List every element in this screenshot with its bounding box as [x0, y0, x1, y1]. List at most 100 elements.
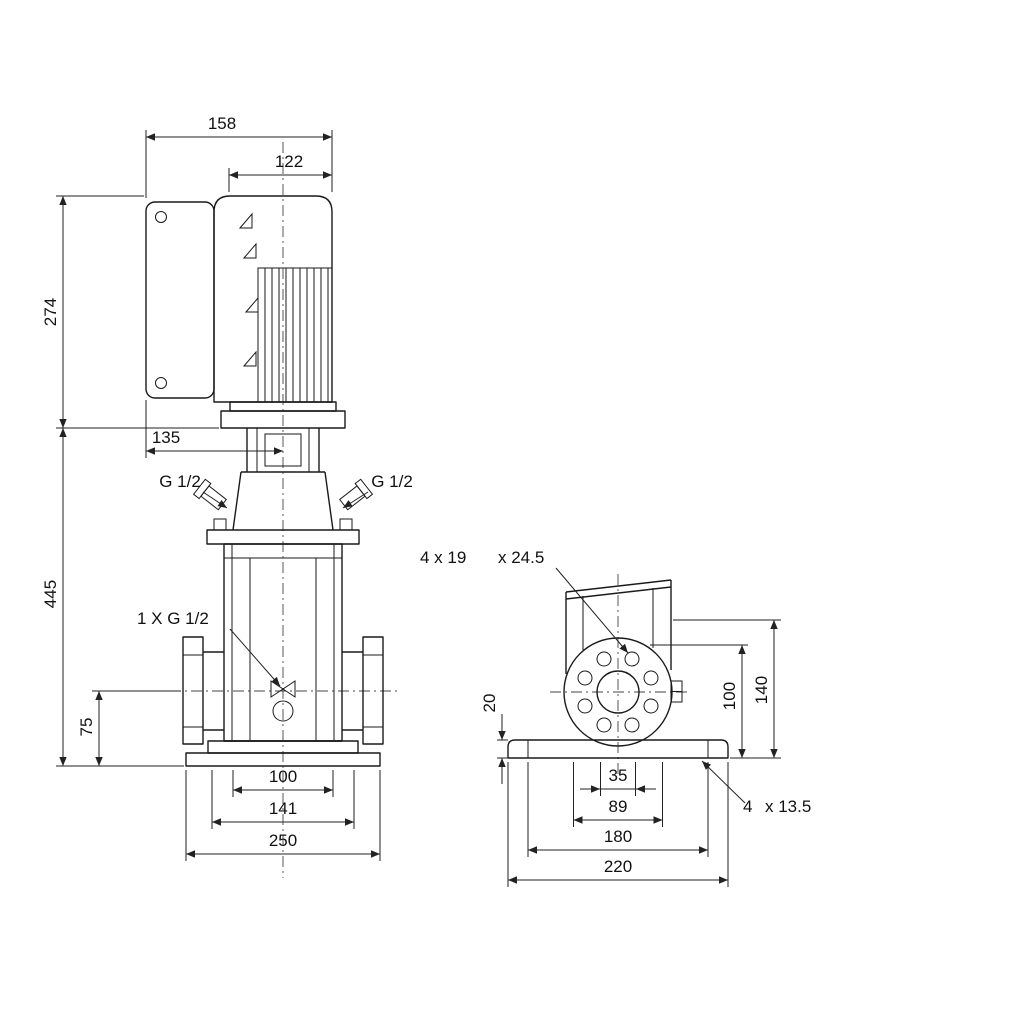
bolt-hole	[596, 717, 612, 733]
dim-label-75: 75	[77, 718, 96, 737]
column-inner-lines	[582, 588, 654, 650]
dim-220: 220	[507, 762, 729, 887]
dim-label-140: 140	[752, 676, 771, 704]
column-break-cut	[565, 579, 672, 600]
flange-plate	[220, 410, 346, 429]
bolt-hole	[624, 717, 640, 733]
side-dimensions: 4 x 19 x 24.5 20 100 140	[420, 548, 811, 887]
fill-port-plug-right	[338, 478, 374, 511]
dim-140: 140	[673, 619, 781, 758]
motor-flange	[220, 401, 346, 429]
control-box-outline	[145, 201, 215, 399]
leader-port-left	[202, 491, 228, 509]
bolt-right	[339, 518, 353, 531]
screw-icon	[155, 211, 167, 223]
bolt-hole	[596, 651, 612, 667]
base-side	[507, 739, 729, 759]
dim-89: 89	[573, 762, 663, 827]
staybolts	[231, 544, 335, 741]
flange-holes-count-label: 4 x 19	[420, 548, 466, 567]
dim-20: 20	[480, 694, 508, 784]
dim-label-141: 141	[269, 799, 297, 818]
flange-holes-callout: 4 x 19 x 24.5	[420, 548, 629, 654]
dim-label-89: 89	[609, 797, 628, 816]
dim-label-20: 20	[480, 694, 499, 713]
dim-100-front: 100	[232, 767, 334, 797]
port-right-label: G 1/2	[371, 472, 413, 491]
dim-75: 75	[77, 690, 181, 766]
pipe-left	[203, 651, 224, 731]
dim-label-100-front: 100	[269, 767, 297, 786]
dim-label-180: 180	[604, 827, 632, 846]
flange-holes-depth-label: x 24.5	[498, 548, 544, 567]
drain-label-group: 1 X G 1/2	[137, 609, 281, 687]
base-holes-count-label: 4	[743, 797, 752, 816]
dim-label-274: 274	[41, 298, 60, 326]
dim-label-250: 250	[269, 831, 297, 850]
dim-label-158: 158	[208, 114, 236, 133]
discharge-flange-right	[342, 636, 384, 745]
side-view: 4 x 19 x 24.5 20 100 140	[420, 548, 811, 887]
pipe-right	[342, 651, 363, 731]
screw-icon	[155, 377, 167, 389]
sleeve-lines	[224, 557, 342, 741]
flange-right	[362, 636, 384, 745]
flange-face	[563, 637, 683, 747]
bolt-hole	[624, 651, 640, 667]
dim-250: 250	[185, 770, 381, 861]
bolt-hole	[577, 670, 593, 686]
motor	[213, 195, 333, 403]
flange-bore-circle	[596, 670, 640, 714]
leader-base-holes	[701, 760, 746, 804]
coupling-lantern	[241, 428, 325, 473]
base-holes-size-label: x 13.5	[765, 797, 811, 816]
dim-122: 122	[228, 152, 332, 192]
dim-445: 445	[41, 428, 184, 767]
port-label-right: G 1/2	[342, 472, 413, 509]
dim-274: 274	[41, 195, 219, 429]
leader-flange-holes	[555, 567, 629, 654]
base-plate-side	[507, 739, 729, 759]
flange-left-holes	[183, 654, 203, 728]
motor-casing	[213, 195, 333, 403]
base-holes-callout: 4 x 13.5	[701, 760, 811, 816]
flange-right-holes	[363, 654, 383, 728]
cooling-fins	[264, 268, 329, 402]
dim-100-side: 100	[650, 644, 781, 759]
bolt-left	[213, 518, 227, 531]
leader-drain	[229, 628, 281, 687]
dim-35: 35	[580, 762, 656, 796]
suction-flange-left	[182, 636, 224, 745]
dim-label-35: 35	[609, 766, 628, 785]
side-centerlines	[550, 574, 690, 776]
column-walls	[565, 580, 672, 674]
dim-label-220: 220	[604, 857, 632, 876]
dim-label-135: 135	[152, 428, 180, 447]
bolt-hole	[643, 670, 659, 686]
motor-control-box	[145, 201, 215, 399]
pump-column-side	[565, 579, 672, 674]
dim-135: 135	[145, 400, 283, 458]
drain-label: 1 X G 1/2	[137, 609, 209, 628]
base-foot-lines	[527, 740, 709, 758]
head-sides	[232, 471, 334, 531]
dim-158: 158	[145, 114, 333, 198]
dim-180: 180	[527, 762, 709, 857]
drain-hole	[272, 700, 294, 722]
casting-lugs	[238, 212, 259, 367]
dim-141: 141	[211, 770, 355, 829]
port-label-left: G 1/2	[159, 472, 228, 509]
base-plate	[185, 752, 381, 767]
dim-label-100-side: 100	[720, 682, 739, 710]
bolt-hole	[643, 698, 659, 714]
centerlines	[170, 142, 398, 878]
chamber-stack	[223, 543, 343, 742]
leader-port-right	[342, 491, 369, 509]
front-view: 158 122 274 135 445	[41, 114, 413, 878]
base-front	[185, 740, 381, 767]
front-dimensions: 158 122 274 135 445	[41, 114, 413, 861]
flange-left	[182, 636, 204, 745]
bolt-hole	[577, 698, 593, 714]
